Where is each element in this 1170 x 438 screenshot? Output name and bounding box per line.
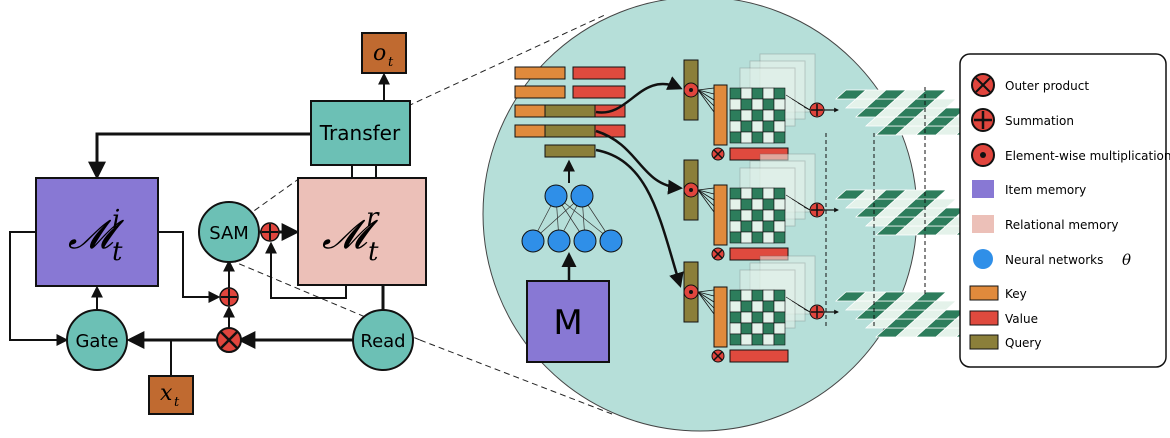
transfer-label: Transfer bbox=[319, 121, 401, 145]
legend-box bbox=[959, 53, 1167, 368]
attention-row bbox=[683, 255, 988, 363]
legend: Outer product Summation Element-wise mul… bbox=[959, 53, 1170, 368]
neural-network bbox=[521, 159, 623, 253]
sam-label: SAM bbox=[209, 223, 249, 244]
item-memory-sub: t bbox=[112, 237, 123, 267]
relational-memory-box bbox=[297, 177, 427, 286]
input-box bbox=[148, 375, 194, 415]
neural-network-node-icon bbox=[973, 249, 993, 269]
legend-label-relational-memory: Relational memory bbox=[1005, 218, 1119, 232]
legend-label-value: Value bbox=[1005, 312, 1038, 326]
output-box bbox=[361, 32, 407, 74]
item-memory-sup: i bbox=[112, 205, 120, 235]
transfer-box bbox=[310, 100, 411, 166]
legend-label-outer-product: Outer product bbox=[1005, 79, 1089, 93]
legend-label-summation: Summation bbox=[1005, 114, 1074, 128]
read-node bbox=[352, 309, 414, 371]
key-swatch bbox=[969, 285, 999, 301]
zoom-circle bbox=[482, 0, 918, 432]
legend-label-neural-networks: Neural networks bbox=[1005, 253, 1103, 267]
sam-node bbox=[198, 201, 260, 263]
legend-label-key: Key bbox=[1005, 287, 1027, 301]
input-sub: t bbox=[174, 395, 180, 410]
relational-memory-sub: t bbox=[368, 237, 379, 267]
output-base: o bbox=[373, 41, 386, 66]
zoom-detail: M bbox=[514, 53, 988, 363]
left-architecture: 𝓜 i t 𝓜 r t Transfer o t SAM bbox=[9, 32, 427, 415]
gate-label: Gate bbox=[75, 331, 118, 352]
query-swatch bbox=[969, 334, 999, 350]
relational-memory-sup: r bbox=[366, 203, 380, 233]
key-value-stack bbox=[514, 66, 626, 158]
legend-symbol-theta: θ bbox=[1122, 251, 1131, 269]
output-sub: t bbox=[388, 55, 394, 70]
summation-operator-lower bbox=[219, 287, 239, 307]
zoom-memory-box bbox=[526, 280, 610, 363]
elementwise-multiplication-icon bbox=[971, 143, 995, 167]
outer-product-icon bbox=[971, 73, 995, 97]
summation-icon bbox=[971, 108, 995, 132]
value-swatch bbox=[969, 310, 999, 326]
zoom-rows bbox=[683, 53, 988, 363]
summation-operator-upper bbox=[260, 222, 280, 242]
relational-memory-swatch bbox=[972, 215, 994, 233]
legend-label-elementwise: Element-wise multiplication bbox=[1005, 149, 1170, 163]
attention-row bbox=[683, 153, 988, 261]
outer-product-operator bbox=[216, 327, 242, 353]
item-memory-box bbox=[35, 177, 159, 287]
zoom-memory-label: M bbox=[553, 303, 582, 343]
attention-row bbox=[683, 53, 988, 161]
item-memory-swatch bbox=[972, 180, 994, 198]
gate-node bbox=[66, 309, 128, 371]
input-base: x bbox=[160, 381, 173, 406]
legend-label-item-memory: Item memory bbox=[1005, 183, 1086, 197]
legend-label-query: Query bbox=[1005, 336, 1041, 350]
read-label: Read bbox=[360, 331, 405, 352]
